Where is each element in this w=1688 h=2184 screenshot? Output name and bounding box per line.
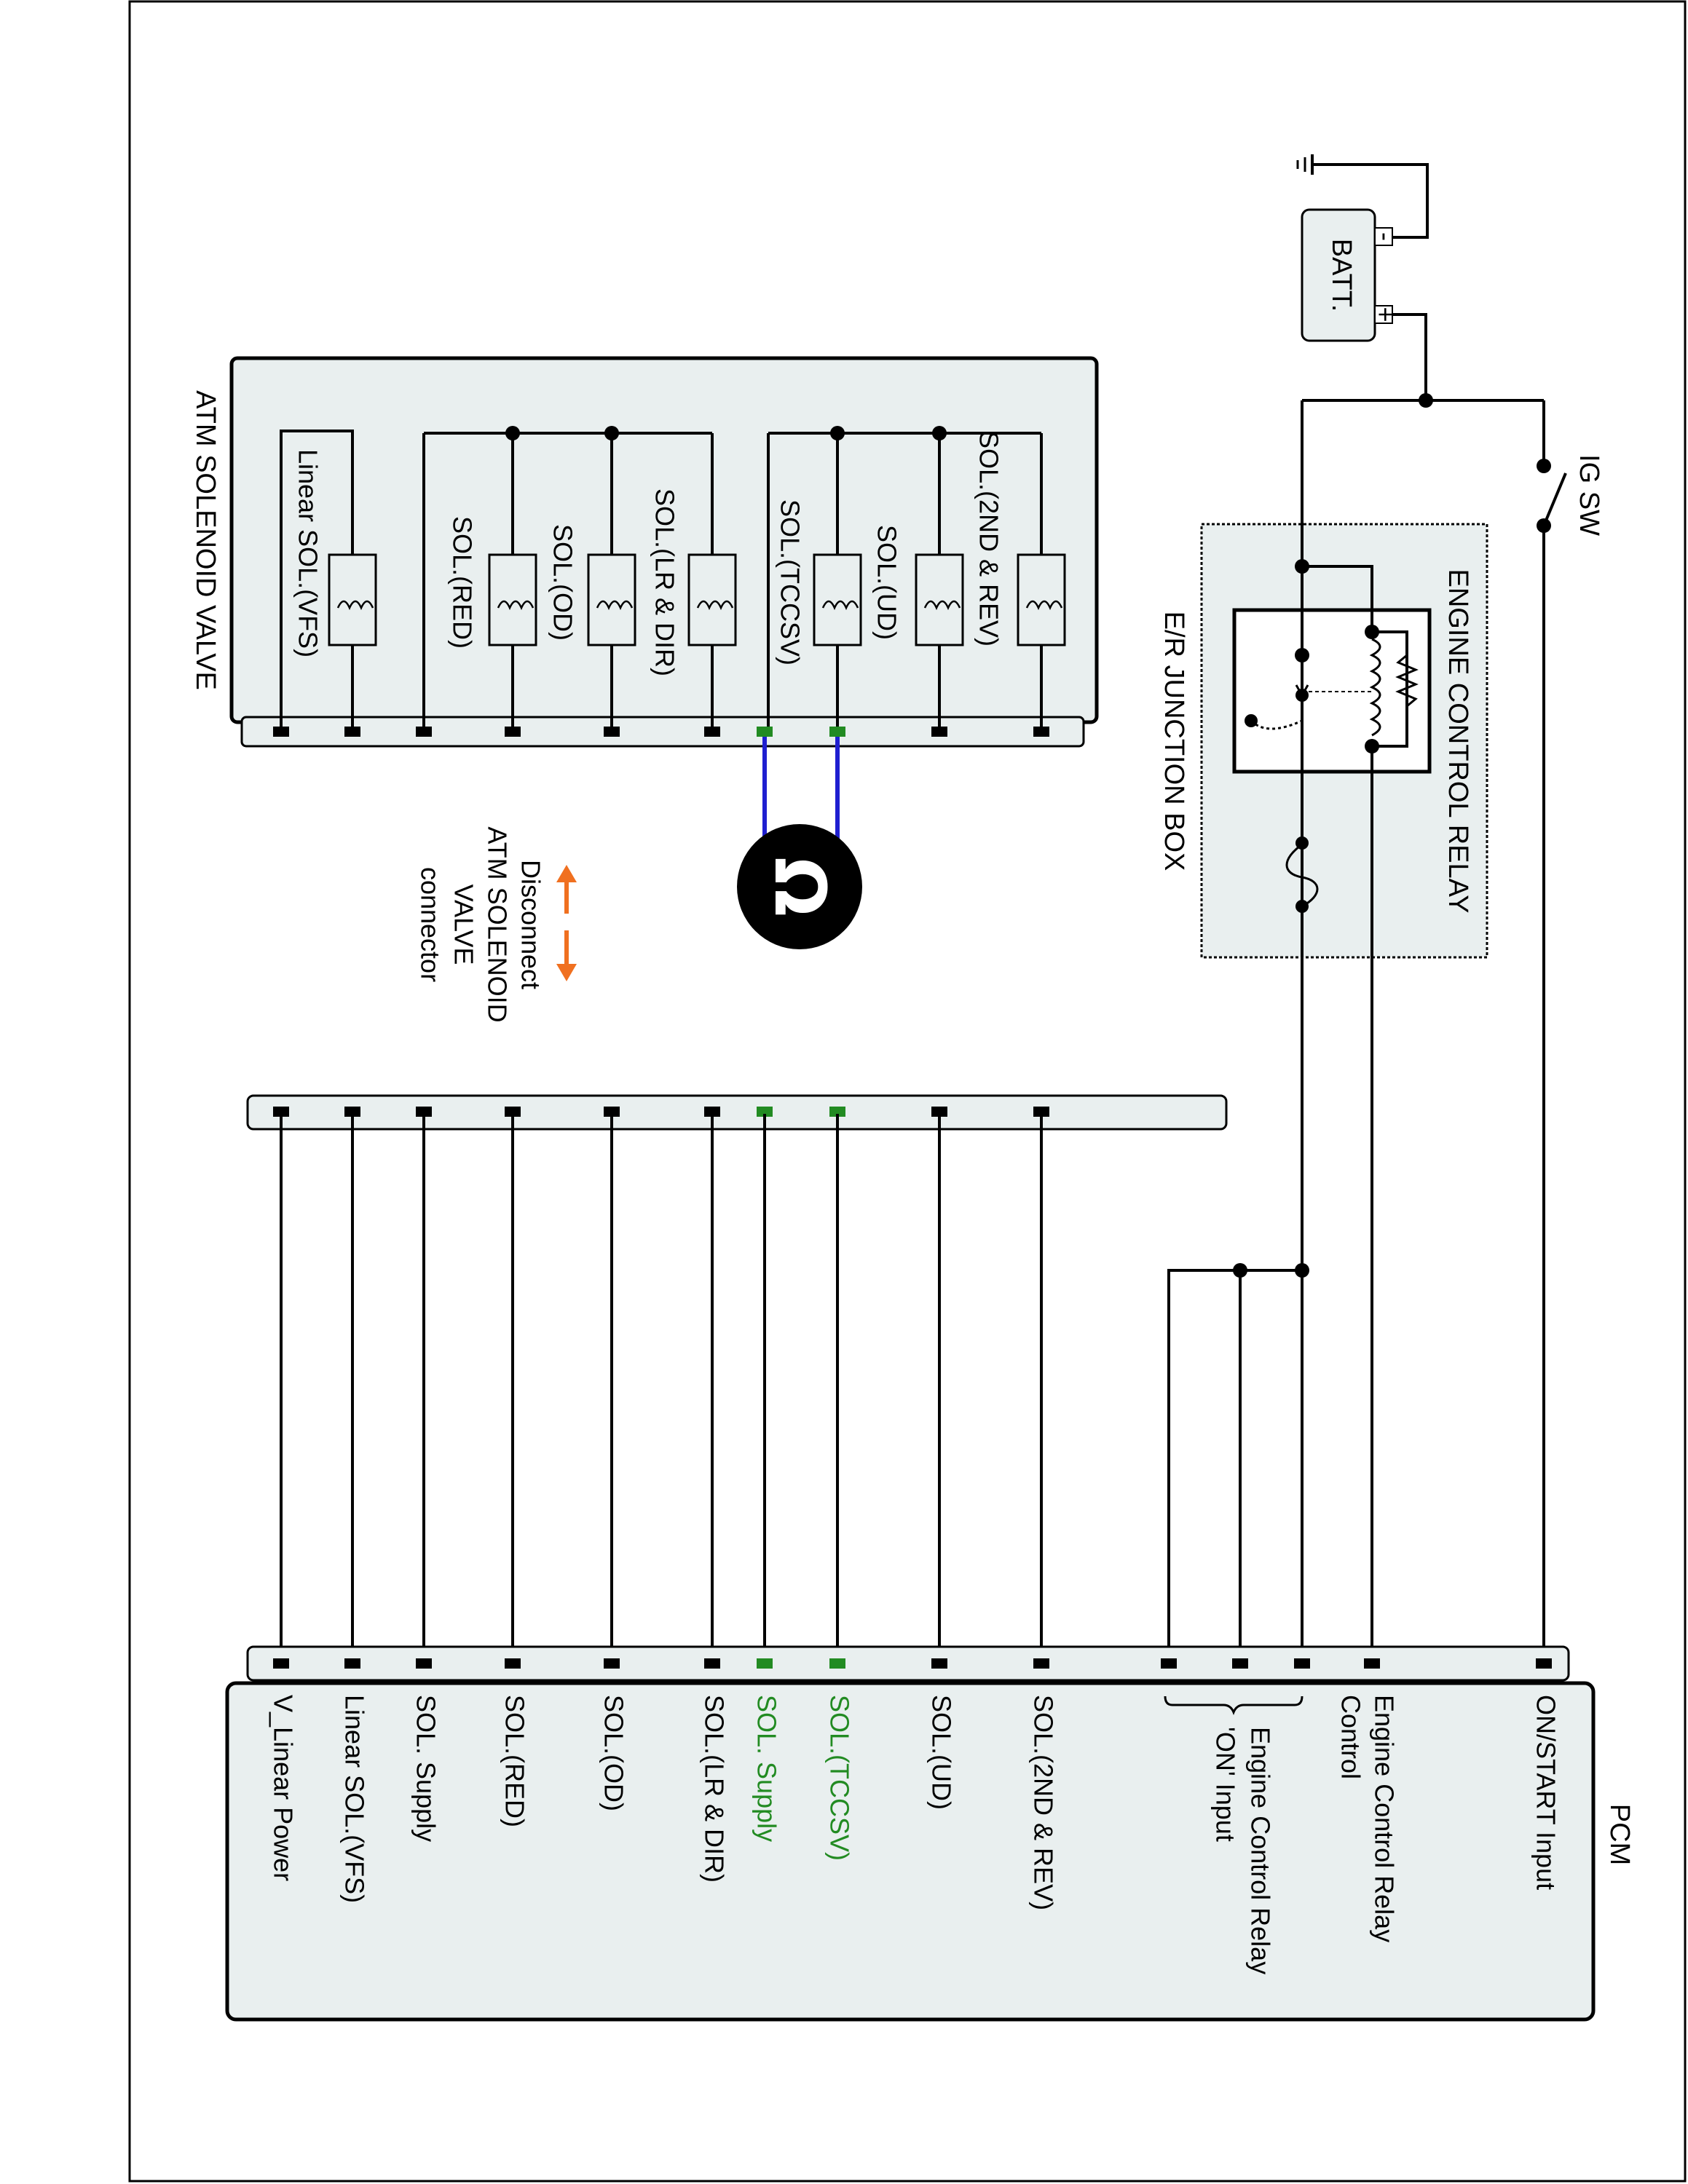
coil-red-icon <box>488 553 537 646</box>
sol-ud-label: SOL.(UD) <box>872 525 902 640</box>
valve-connector-pins <box>273 727 1049 737</box>
pcm-pin-on-start: ON/START Input <box>1531 1695 1561 1890</box>
sol-2nd-rev-label: SOL.(2ND & REV) <box>974 431 1003 646</box>
battery: - + BATT. <box>1296 154 1429 400</box>
sol-od-label: SOL.(OD) <box>548 524 577 641</box>
coil-ud-icon <box>915 553 964 646</box>
solenoid-valve-title: ATM SOLENOID VALVE <box>190 390 221 690</box>
coil-tccsv-icon <box>813 553 862 646</box>
pcm-pin-sol-tccsv: SOL.(TCCSV) <box>824 1695 854 1861</box>
harness-wires <box>280 1114 1043 1663</box>
pcm-pin-sol-supply-1: SOL. Supply <box>752 1695 781 1842</box>
pcm-pin-linear-vfs: Linear SOL.(VFS) <box>339 1695 369 1903</box>
disconnect-line-2: ATM SOLENOID <box>482 826 512 1022</box>
fuse-icon <box>1285 843 1319 908</box>
pcm-pin-sol-red: SOL.(RED) <box>500 1695 529 1827</box>
coil-od-icon <box>587 553 636 646</box>
sol-red-label: SOL.(RED) <box>447 516 477 649</box>
ig-switch: IG SW <box>1537 400 1604 1663</box>
pcm-pin-ecr-control-1: Engine Control Relay <box>1369 1695 1399 1942</box>
valve-connector <box>240 716 1085 748</box>
disconnect-line-1: Disconnect <box>516 860 545 989</box>
brace-icon <box>1164 1696 1304 1716</box>
resistor-icon <box>1395 654 1419 708</box>
battery-neg-label: - <box>1370 232 1400 241</box>
ohmmeter-icon <box>737 824 862 949</box>
pcm-pin-ecr-on-2: 'ON' Input <box>1210 1727 1240 1842</box>
pcm-pin-sol-ud: SOL.(UD) <box>926 1695 956 1810</box>
disconnect-line-4: connector <box>415 867 445 982</box>
disconnect-note: Disconnect ATM SOLENOID VALVE connector <box>415 826 577 1023</box>
coil-lr-dir-icon <box>687 553 737 646</box>
pcm-title: PCM <box>1604 1804 1635 1865</box>
sol-tccsv-label: SOL.(TCCSV) <box>775 499 805 665</box>
ohm-symbol: Ω <box>759 857 840 917</box>
junction-box: ENGINE CONTROL RELAY E/R JUNCTION BOX <box>1159 400 1488 1663</box>
pcm-pin-sol-lr-dir: SOL.(LR & DIR) <box>699 1695 729 1883</box>
battery-box <box>1301 208 1376 342</box>
coil-2nd-rev-icon <box>1017 553 1066 646</box>
pcm-pin-sol-2nd-rev: SOL.(2ND & REV) <box>1028 1695 1058 1910</box>
pcm-box <box>225 1681 1596 2022</box>
pcm-pin-ecr-on-1: Engine Control Relay <box>1245 1727 1275 1974</box>
junction-box-label: E/R JUNCTION BOX <box>1159 612 1189 871</box>
pcm-connector <box>246 1645 1570 1682</box>
pcm-pin-v-linear-power: V_Linear Power <box>268 1695 298 1881</box>
pcm-pin-ecr-control-2: Control <box>1336 1695 1365 1779</box>
relay-label: ENGINE CONTROL RELAY <box>1443 569 1473 914</box>
sol-linear-vfs-label: Linear SOL.(VFS) <box>293 449 323 657</box>
disconnect-line-3: VALVE <box>449 885 478 965</box>
pcm-pin-sol-supply-2: SOL. Supply <box>411 1695 441 1842</box>
pcm: PCM ON/START Input Engine Control Relay … <box>225 1645 1635 2022</box>
arrow-up-icon <box>556 865 577 882</box>
relay-coil-icon <box>1369 638 1381 737</box>
page-frame <box>128 0 1687 2183</box>
ohmmeter: Ω <box>737 737 862 949</box>
battery-pos-label: + <box>1370 306 1400 322</box>
sol-lr-dir-label: SOL.(LR & DIR) <box>650 488 679 676</box>
pcm-pin-sol-od: SOL.(OD) <box>599 1695 628 1811</box>
arrow-down-icon <box>556 964 577 981</box>
ig-switch-label: IG SW <box>1574 454 1604 536</box>
battery-label: BATT. <box>1326 239 1357 312</box>
harness-connector <box>246 1094 1228 1131</box>
solenoid-valve: ATM SOLENOID VALVE <box>190 356 1099 748</box>
coil-linear-vfs-icon <box>328 553 377 646</box>
